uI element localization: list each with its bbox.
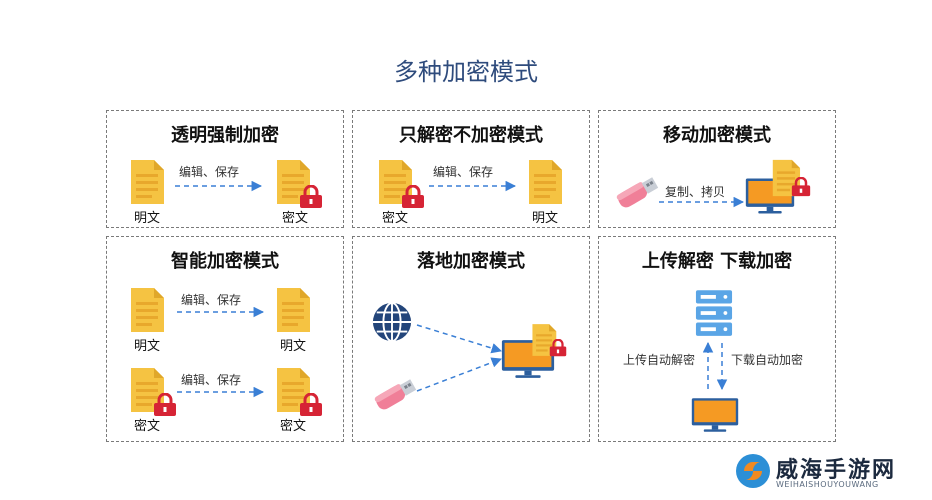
dashed-arrow [416,324,503,354]
upload-decrypt-label: 上传自动解密 [623,353,696,367]
lock-icon [299,393,323,417]
dashed-arrow [416,357,502,392]
dashed-arrow [177,386,265,398]
download-encrypt-label: 下载自动加密 [731,353,804,367]
watermark-sub: WEIHAISHOUYOUWANG [776,480,879,489]
dashed-arrow-down [716,343,728,391]
lock-icon [299,185,323,209]
panel-landing-encryption: 落地加密模式 [352,236,590,442]
globe-icon [371,301,413,343]
arrow-label: 编辑、保存 [181,373,242,387]
document-icon [129,159,165,205]
panel-title: 落地加密模式 [417,251,525,272]
document-icon [275,287,311,333]
lock-icon [153,393,177,417]
dashed-arrow [659,196,745,208]
plaintext-label: 明文 [531,211,558,226]
panel-title: 智能加密模式 [171,251,279,272]
logo-icon [736,454,770,488]
arrow-label: 编辑、保存 [181,293,242,307]
dashed-arrow [177,306,265,318]
dashed-arrow [429,180,517,192]
document-icon [527,159,563,205]
lock-icon [549,339,567,357]
panel-transparent-encryption: 透明强制加密 明文 编辑、保存 密文 [106,110,344,228]
plaintext-label: 明文 [279,339,306,354]
monitor-icon [691,397,739,433]
panel-title: 只解密不加密模式 [399,125,543,146]
watermark-main: 威海手游网 [776,458,897,483]
dashed-arrow [175,180,263,192]
plaintext-label: 明文 [133,211,160,226]
panel-mobile-encryption: 移动加密模式 复制、拷贝 [598,110,836,228]
arrow-label: 复制、拷贝 [665,185,726,199]
ciphertext-label: 密文 [133,419,160,434]
panel-smart-encryption: 智能加密模式 明文 编辑、保存 明文 密文 编辑、保存 密文 [106,236,344,442]
ciphertext-label: 密文 [281,211,308,226]
usb-drive-icon [371,379,419,411]
panel-title: 透明强制加密 [171,125,279,146]
panel-title: 移动加密模式 [663,125,771,146]
plaintext-label: 明文 [133,339,160,354]
lock-icon [791,177,811,197]
ciphertext-label: 密文 [381,211,408,226]
panel-title: 上传解密 下载加密 [641,251,793,272]
diagram-title: 多种加密模式 [394,58,538,86]
arrow-label: 编辑、保存 [433,165,494,179]
lock-icon [401,185,425,209]
watermark-logo: 威海手游网 WEIHAISHOUYOUWANG [734,450,914,494]
document-icon [129,287,165,333]
server-icon [695,289,733,339]
ciphertext-label: 密文 [279,419,306,434]
dashed-arrow-up [702,341,714,389]
usb-drive-icon [613,177,661,209]
panel-upload-download: 上传解密 下载加密 上传自动解密 下载自动加密 [598,236,836,442]
panel-decrypt-only: 只解密不加密模式 密文 编辑、保存 明文 [352,110,590,228]
arrow-label: 编辑、保存 [179,165,240,179]
